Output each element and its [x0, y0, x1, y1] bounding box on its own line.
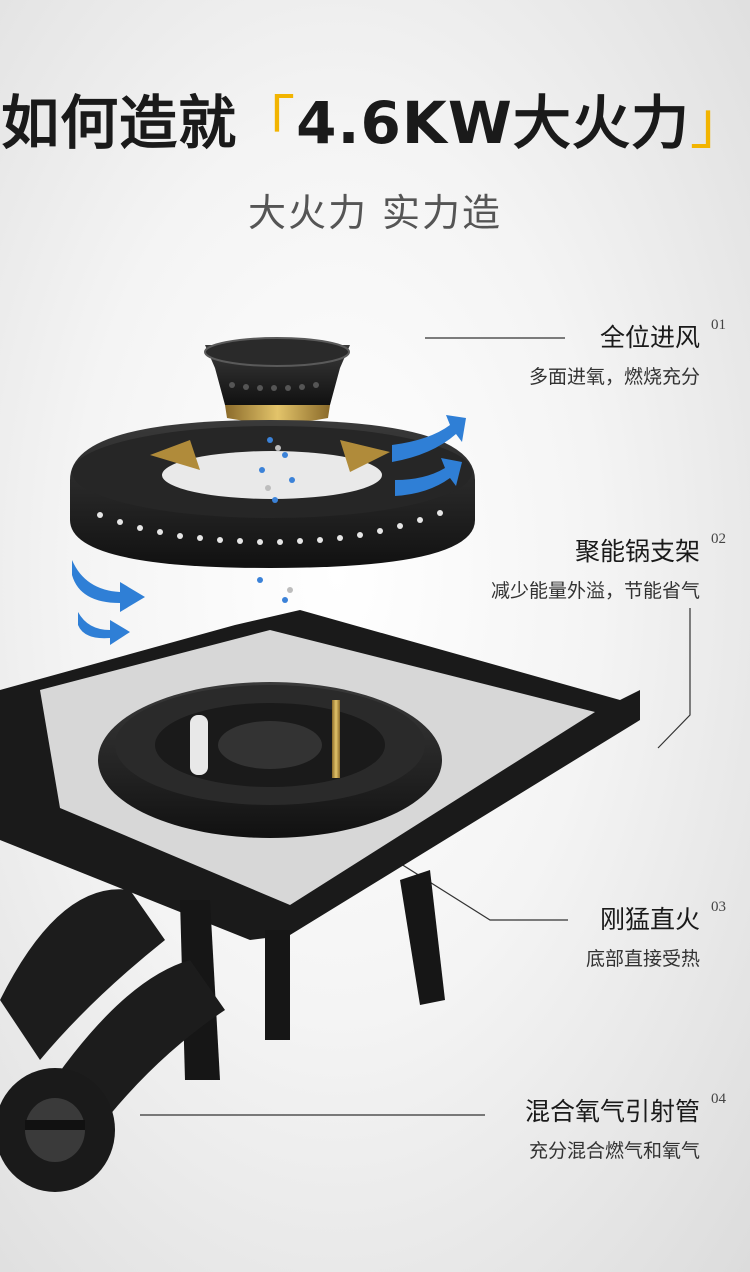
feature-title: 全位进风: [599, 323, 700, 352]
feature-number: 03: [711, 899, 726, 915]
headline-highlight: 4.6KW大火力: [296, 89, 690, 157]
feature-01: 全位进风 01 多面进氧，燃烧充分: [528, 317, 726, 389]
headline-prefix: 如何造就: [1, 89, 238, 157]
bracket-close: 」: [689, 89, 749, 157]
feature-desc: 减少能量外溢，节能省气: [490, 580, 700, 602]
feature-title: 聚能锅支架: [574, 537, 700, 566]
subheadline: 大火力 实力造: [247, 191, 503, 235]
leader-lines: [140, 337, 691, 1116]
feature-number: 02: [711, 531, 726, 547]
headline: 如何造就「4.6KW大火力」: [0, 89, 750, 157]
feature-title: 刚猛直火: [599, 905, 700, 934]
burner-cap: [204, 337, 350, 423]
feature-title: 混合氧气引射管: [524, 1097, 700, 1126]
airflow-arrow-icon: [72, 415, 466, 645]
stove-frame: [0, 610, 640, 1080]
feature-04: 混合氧气引射管 04 充分混合燃气和氧气: [524, 1091, 726, 1163]
feature-desc: 底部直接受热: [585, 948, 700, 970]
pot-support-ring: [70, 420, 475, 568]
feature-desc: 充分混合燃气和氧气: [528, 1140, 700, 1162]
feature-02: 聚能锅支架 02 减少能量外溢，节能省气: [490, 531, 726, 603]
bracket-open: 「: [237, 89, 297, 157]
feature-number: 04: [711, 1091, 726, 1107]
feature-desc: 多面进氧，燃烧充分: [528, 366, 700, 388]
feature-number: 01: [711, 317, 726, 333]
gas-mixing-tubes: [0, 889, 225, 1192]
feature-03: 刚猛直火 03 底部直接受热: [585, 899, 726, 971]
